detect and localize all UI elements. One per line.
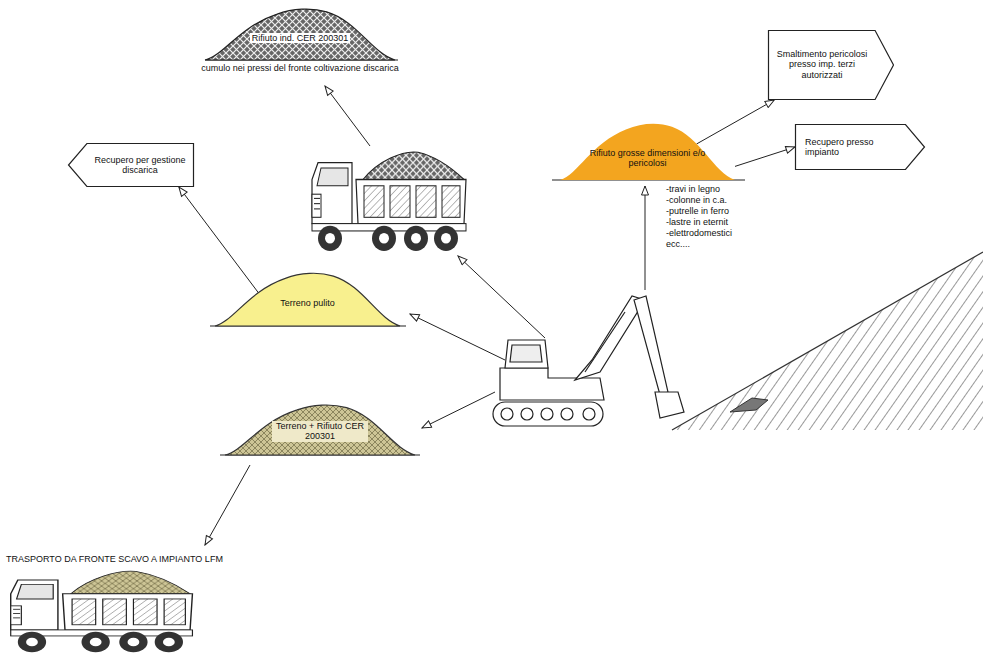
flow-arrows [205,86,645,545]
flow-arrows-part [645,186,646,290]
soil-pile: Terreno pulito [215,268,400,326]
excavator-part [505,340,548,368]
list-item: -elettrodomestici [666,228,732,238]
hill-section [672,252,983,430]
pile-label: Rifiuto ind. CER 200301 [250,33,351,43]
outline-path [225,405,415,455]
excavator-part [561,408,573,420]
destination-box: Recupero presso impianto [795,124,925,170]
text-slot: Terreno + Rifiuto CER 200301 [272,421,368,442]
outline-path [215,273,400,326]
text-slot: Rifiuto grosse dimensioni e/o pericolosi [587,148,708,169]
hill-section-part [730,398,768,412]
pile-label: Terreno pulito [278,298,337,308]
bottom-truck-part [71,571,190,594]
pile-label: Rifiuto grosse dimensioni e/o pericolosi [587,148,708,169]
flow-arrows-part [205,465,250,545]
text-slot: Smaltimento pericolosi presso imp. terzi… [772,49,872,80]
flow-arrows-part [410,314,505,360]
list-item: -colonne in c.a. [666,195,727,205]
waste-pile: Rifiuto ind. CER 200301cumulo nei pressi… [205,4,395,78]
flow-arrow [179,187,260,294]
excavator-part [521,408,533,420]
text-slot: Rifiuto ind. CER 200301 [240,33,360,43]
pile-baselines [205,60,745,455]
pile-label: Terreno + Rifiuto CER 200301 [272,421,368,442]
outline-path [769,31,894,100]
center-truck-part [363,152,464,180]
outline-path [560,124,735,180]
list-item: ecc.... [666,239,690,249]
flow-arrow [735,147,795,166]
pile-label: Smaltimento pericolosi presso imp. terzi… [772,49,872,80]
hill-section-part [672,252,983,430]
excavator-part [585,312,625,372]
center-truck-part [312,163,466,251]
text-slot: Recupero per gestione discarica [90,155,190,176]
pile-label: Recupero per gestione discarica [90,155,190,176]
bottom-truck [11,571,193,652]
excavator-part [510,345,542,362]
list-item: -putrelle in ferro [666,206,729,216]
outline-path [205,9,395,60]
excavator-part [583,408,595,420]
node-outline [205,4,395,60]
waste-pile: Rifiuto grosse dimensioni e/o pericolosi [560,118,735,180]
hill-section-part [672,252,983,430]
text-slot: Terreno pulito [255,298,360,308]
flow-arrows-part [325,86,370,146]
flow-arrows-part [458,256,545,338]
text-slot: Recupero presso impianto [803,137,899,158]
text-slot: cumulo nei pressi del fronte coltivazion… [180,63,420,73]
center-truck [312,152,466,251]
excavator-part [493,402,603,426]
flow-arrows-part [422,392,495,428]
list-item: -travi in legno [666,184,720,194]
excavator-part [655,392,684,418]
outline-path [796,125,925,170]
excavator-part [634,296,668,395]
node-outline [215,268,400,326]
list-item: -lastre in eternit [666,217,728,227]
flow-arrow [697,100,775,144]
excavator-part [575,296,645,380]
mixed-pile: Terreno + Rifiuto CER 200301 [225,400,415,455]
destination-box: Recupero per gestione discarica [68,143,194,187]
excavator-part [541,408,553,420]
excavator-part [501,408,513,420]
transport-label: TRASPORTO DA FRONTE SCAVO A IMPIANTO LFM [6,554,223,564]
pile-caption: cumulo nei pressi del fronte coltivazion… [199,63,401,73]
outline-path [69,144,194,187]
destination-box: Smaltimento pericolosi presso imp. terzi… [768,30,894,100]
bottom-truck-part [11,580,193,652]
pile-label: Recupero presso impianto [803,137,899,158]
